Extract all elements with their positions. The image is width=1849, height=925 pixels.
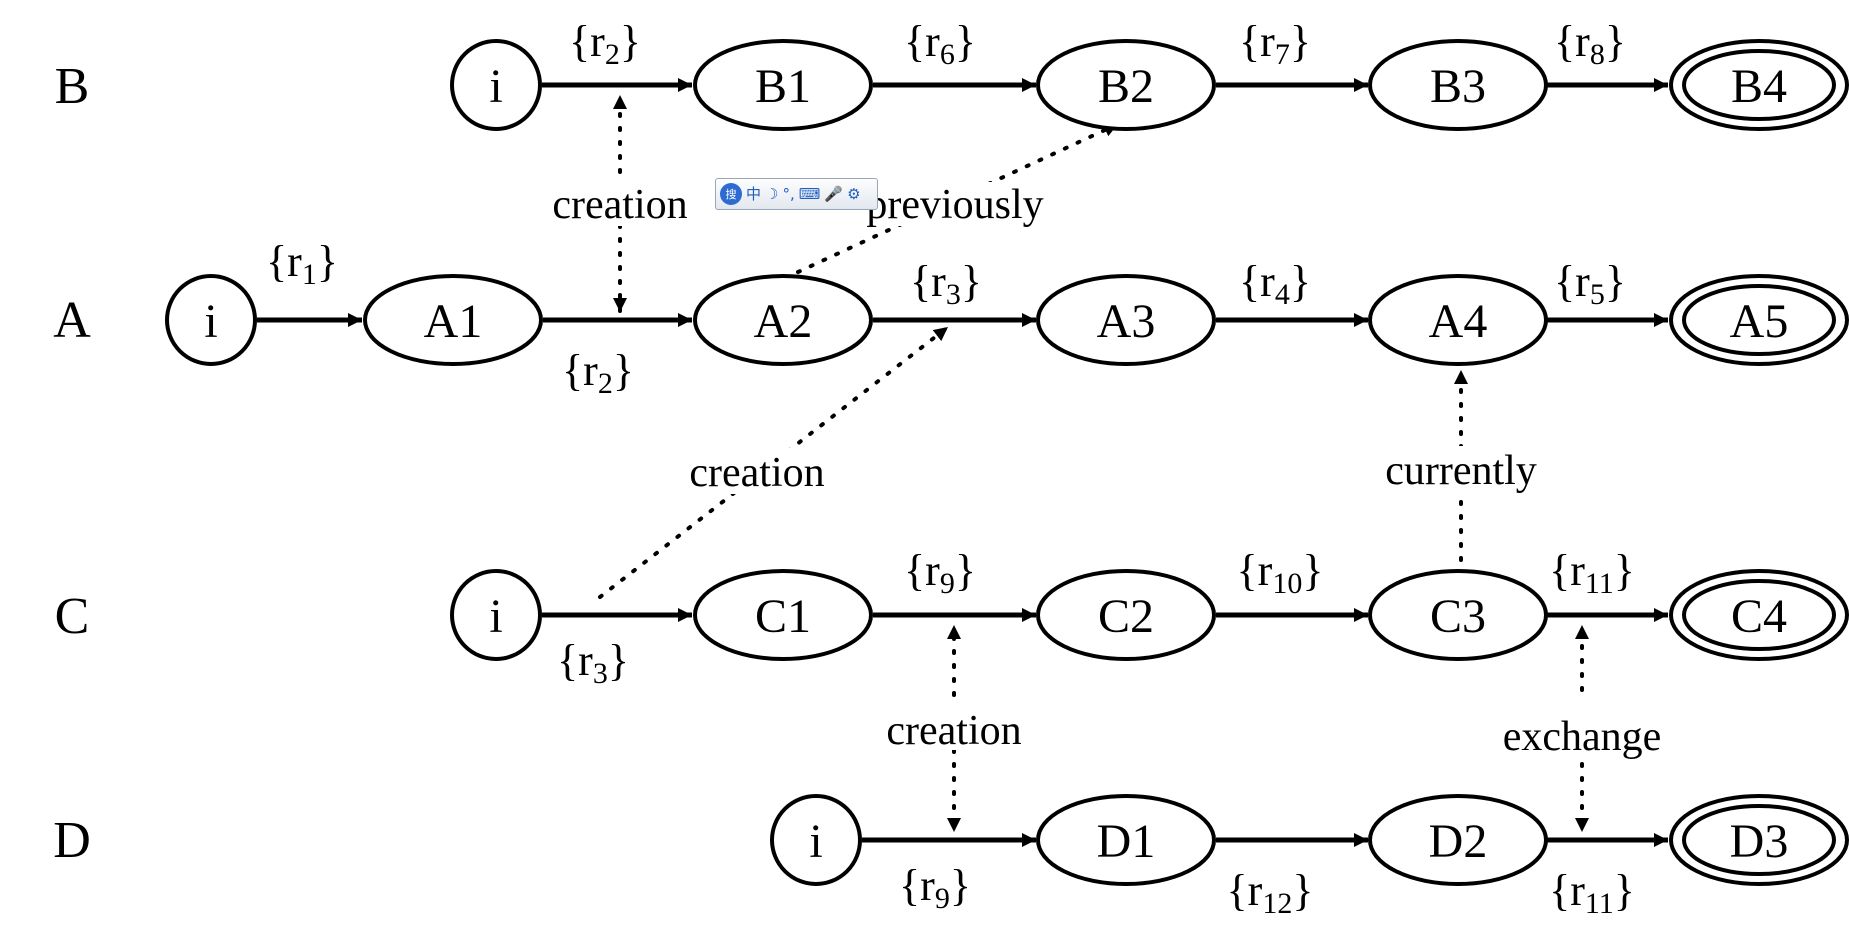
dependency-label: currently <box>1385 448 1537 494</box>
node-label: A1 <box>424 295 483 348</box>
dependency-label-bg <box>1370 446 1554 494</box>
final-state-node-inner <box>1682 804 1836 876</box>
dependency-arrow <box>598 325 950 599</box>
node-label: D1 <box>1097 815 1156 868</box>
ime-punctuation-icon[interactable]: °, <box>782 184 795 203</box>
dependency-label: previously <box>866 182 1043 228</box>
transition-label: {r6} <box>904 17 976 71</box>
node-label: i <box>489 60 502 113</box>
ime-settings-icon[interactable]: ⚙ <box>847 184 861 203</box>
dependency-label-bg <box>676 448 836 494</box>
state-node <box>1036 274 1216 366</box>
state-node <box>363 274 543 366</box>
state-node <box>1368 39 1548 131</box>
node-label: B1 <box>755 60 811 113</box>
ime-logo-icon[interactable]: 搜 <box>720 183 742 205</box>
transition-label: {r11} <box>1549 546 1635 600</box>
dependency-label-bg <box>540 182 700 226</box>
dependency-arrow <box>796 122 1120 274</box>
initial-state-node <box>450 569 542 661</box>
state-node <box>1368 569 1548 661</box>
state-node <box>1368 274 1548 366</box>
transition-label: {r11} <box>1549 866 1635 920</box>
dependency-label: creation <box>689 450 824 496</box>
node-label: i <box>809 815 822 868</box>
initial-state-node <box>450 39 542 131</box>
transition-label: {r9} <box>904 546 976 600</box>
state-node <box>693 274 873 366</box>
row-label-d: D <box>53 812 91 869</box>
node-label: D3 <box>1730 815 1789 868</box>
transition-label: {r9} <box>899 861 971 915</box>
ime-toolbar[interactable]: 搜 中 ☽ °, ⌨ 🎤 ⚙ <box>715 178 878 210</box>
dependency-label-bg <box>858 182 1054 226</box>
dependency-label: creation <box>886 708 1021 754</box>
node-label: i <box>489 590 502 643</box>
ime-microphone-icon[interactable]: 🎤 <box>824 184 844 203</box>
transition-label: {r12} <box>1227 866 1314 920</box>
initial-state-node <box>770 794 862 886</box>
node-label: C3 <box>1430 590 1486 643</box>
node-label: i <box>204 295 217 348</box>
row-label-b: B <box>55 58 90 115</box>
node-label: C1 <box>755 590 811 643</box>
final-state-node-inner <box>1682 49 1836 121</box>
transition-label: {r2} <box>569 17 641 71</box>
final-state-node-inner <box>1682 284 1836 356</box>
state-node <box>693 39 873 131</box>
node-label: D2 <box>1429 815 1488 868</box>
state-node <box>1036 794 1216 886</box>
transition-label: {r3} <box>910 257 982 311</box>
state-node <box>1036 569 1216 661</box>
transition-label: {r10} <box>1237 546 1324 600</box>
transition-label: {r8} <box>1554 17 1626 71</box>
node-label: B3 <box>1430 60 1486 113</box>
node-label: A2 <box>754 295 813 348</box>
transition-label: {r3} <box>557 636 629 690</box>
node-label: B4 <box>1731 60 1787 113</box>
transition-label: {r4} <box>1239 257 1311 311</box>
node-label: A4 <box>1429 295 1488 348</box>
state-node <box>693 569 873 661</box>
dependency-label-bg <box>874 706 1034 750</box>
transition-label: {r2} <box>562 346 634 400</box>
node-label: A3 <box>1097 295 1156 348</box>
row-label-a: A <box>53 292 91 349</box>
transition-label: {r1} <box>266 237 338 291</box>
node-label: C2 <box>1098 590 1154 643</box>
node-label: C4 <box>1731 590 1787 643</box>
node-label: B2 <box>1098 60 1154 113</box>
dependency-label: creation <box>552 182 687 228</box>
node-label: A5 <box>1730 295 1789 348</box>
transition-label: {r5} <box>1554 257 1626 311</box>
ime-moon-icon[interactable]: ☽ <box>765 184 779 203</box>
dependency-label: exchange <box>1503 714 1662 760</box>
state-node <box>1036 39 1216 131</box>
row-label-c: C <box>55 588 90 645</box>
ime-keyboard-icon[interactable]: ⌨ <box>798 184 821 203</box>
ime-chinese-mode-icon[interactable]: 中 <box>746 184 762 203</box>
transition-label: {r7} <box>1239 17 1311 71</box>
initial-state-node <box>165 274 257 366</box>
final-state-node-inner <box>1682 579 1836 651</box>
dependency-label-bg <box>1490 712 1674 756</box>
state-node <box>1368 794 1548 886</box>
